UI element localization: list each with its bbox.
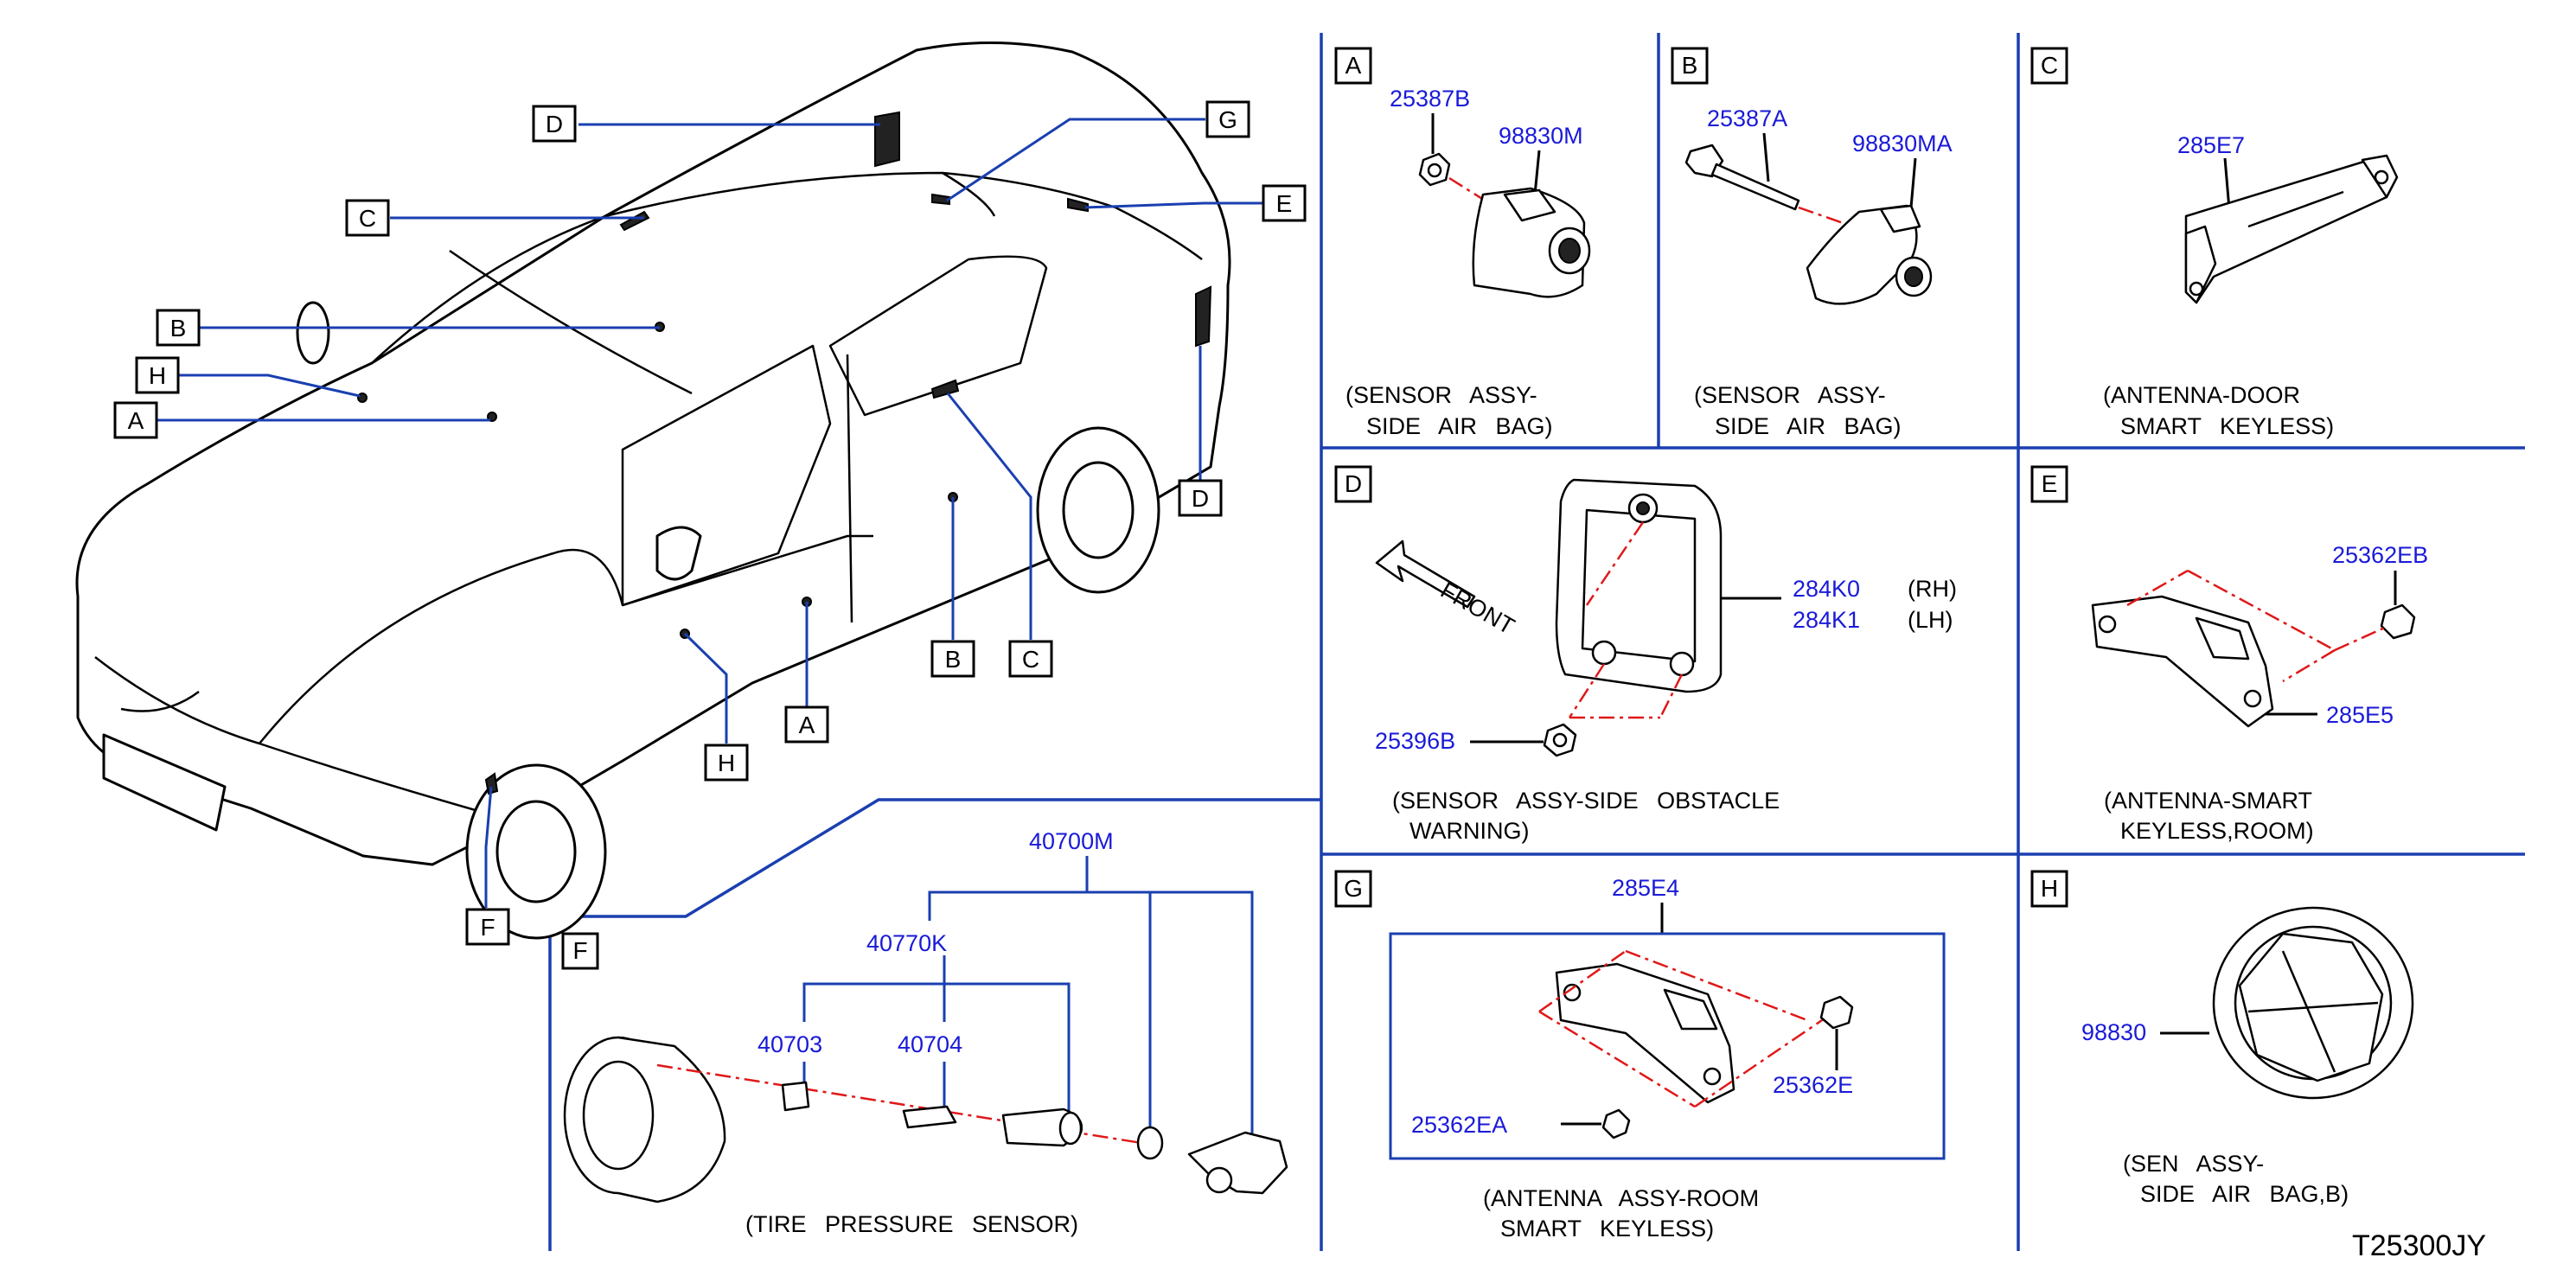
panel-b-caption-1: (SENSOR ASSY- xyxy=(1694,382,1886,408)
panel-d-caption-1: (SENSOR ASSY-SIDE OBSTACLE xyxy=(1392,788,1780,814)
part-25387B: 25387B xyxy=(1390,86,1470,112)
car-illustration xyxy=(75,41,1231,940)
part-40703: 40703 xyxy=(757,1031,822,1057)
panel-b-letter: B xyxy=(1682,52,1698,79)
part-40700M: 40700M xyxy=(1029,828,1114,854)
part-40704: 40704 xyxy=(898,1031,962,1057)
panel-g-caption-1: (ANTENNA ASSY-ROOM xyxy=(1483,1185,1759,1211)
panel-c-caption-2: SMART KEYLESS) xyxy=(2120,413,2334,439)
callout-b-door: B xyxy=(945,646,962,673)
side-lh: (LH) xyxy=(1908,607,1953,633)
callout-e: E xyxy=(1276,190,1293,217)
part-284K0: 284K0 xyxy=(1793,576,1860,602)
panel-f: F 40700M 40770K 40703 40704 (TIRE PRESSU… xyxy=(561,828,1288,1237)
panel-h: H 98830 (SEN ASSY- SIDE AIR BAG,B) xyxy=(2030,870,2414,1207)
panel-d-caption-2: WARNING) xyxy=(1409,818,1529,844)
part-25362EA: 25362EA xyxy=(1411,1112,1507,1138)
part-98830MA: 98830MA xyxy=(1852,131,1953,156)
callout-d-rear: D xyxy=(1192,485,1209,512)
panel-h-caption-2: SIDE AIR BAG,B) xyxy=(2140,1181,2349,1207)
front-arrow-icon xyxy=(1375,539,1476,609)
panel-b: B 25387A 98830MA (SENSOR ASSY- SIDE AIR … xyxy=(1671,47,1953,439)
panel-e-letter: E xyxy=(2042,470,2058,497)
panel-d: D FRONT 284K0 284K1 (RH) (LH) 25396B (SE… xyxy=(1334,465,1957,844)
panel-g: G 285E4 25362E 25362EA (ANTENNA ASSY-ROO… xyxy=(1334,870,1946,1242)
panel-c-letter: C xyxy=(2041,52,2058,79)
panel-d-letter: D xyxy=(1345,470,1362,497)
part-98830M: 98830M xyxy=(1499,123,1583,149)
panel-b-caption-2: SIDE AIR BAG) xyxy=(1715,413,1902,439)
panel-a: A 25387B 98830M (SENSOR ASSY- SIDE AIR B… xyxy=(1334,47,1591,439)
callout-a: A xyxy=(128,407,144,434)
car-callouts: D C B H A G E D B C A H F xyxy=(113,100,1307,946)
callout-d-top: D xyxy=(546,111,563,137)
panel-c-caption-1: (ANTENNA-DOOR xyxy=(2103,382,2300,408)
part-40770K: 40770K xyxy=(866,930,947,956)
part-285E7: 285E7 xyxy=(2177,132,2245,158)
panel-c: C 285E7 (ANTENNA-DOOR SMART KEYLESS) xyxy=(2030,47,2399,439)
part-284K1: 284K1 xyxy=(1793,607,1860,633)
panel-h-caption-1: (SEN ASSY- xyxy=(2123,1151,2264,1177)
part-25362E: 25362E xyxy=(1773,1072,1853,1098)
side-rh: (RH) xyxy=(1908,576,1957,602)
panel-dividers xyxy=(548,33,2525,1251)
callout-f: F xyxy=(480,914,495,941)
panel-e-caption-2: KEYLESS,ROOM) xyxy=(2120,818,2314,844)
car-leader-lines xyxy=(157,118,1263,908)
part-285E4: 285E4 xyxy=(1612,875,1679,901)
callout-b: B xyxy=(170,315,187,341)
callout-a-door: A xyxy=(799,712,815,738)
panel-g-caption-2: SMART KEYLESS) xyxy=(1500,1216,1714,1242)
front-label: FRONT xyxy=(1436,577,1519,639)
panel-a-letter: A xyxy=(1346,52,1362,79)
panel-a-caption-2: SIDE AIR BAG) xyxy=(1366,413,1553,439)
part-25396B: 25396B xyxy=(1375,728,1455,754)
callout-h: H xyxy=(149,362,166,389)
panel-e: E 25362EB 285E5 (ANTENNA-SMART KEYLESS,R… xyxy=(2030,465,2428,844)
part-285E5: 285E5 xyxy=(2326,702,2394,728)
panel-f-letter: F xyxy=(572,937,587,964)
panel-g-letter: G xyxy=(1344,875,1363,902)
panel-e-caption-1: (ANTENNA-SMART xyxy=(2104,788,2312,814)
panel-a-caption-1: (SENSOR ASSY- xyxy=(1346,382,1537,408)
panel-f-caption: (TIRE PRESSURE SENSOR) xyxy=(745,1211,1078,1237)
callout-h-door: H xyxy=(718,750,735,776)
diagram-code: T25300JY xyxy=(2352,1229,2486,1262)
callout-g: G xyxy=(1218,106,1237,133)
part-25362EB: 25362EB xyxy=(2332,542,2428,568)
panel-h-letter: H xyxy=(2041,875,2058,902)
part-98830: 98830 xyxy=(2081,1019,2146,1045)
part-25387A: 25387A xyxy=(1707,105,1787,131)
callout-c: C xyxy=(359,205,376,232)
callout-c-door: C xyxy=(1022,646,1039,673)
